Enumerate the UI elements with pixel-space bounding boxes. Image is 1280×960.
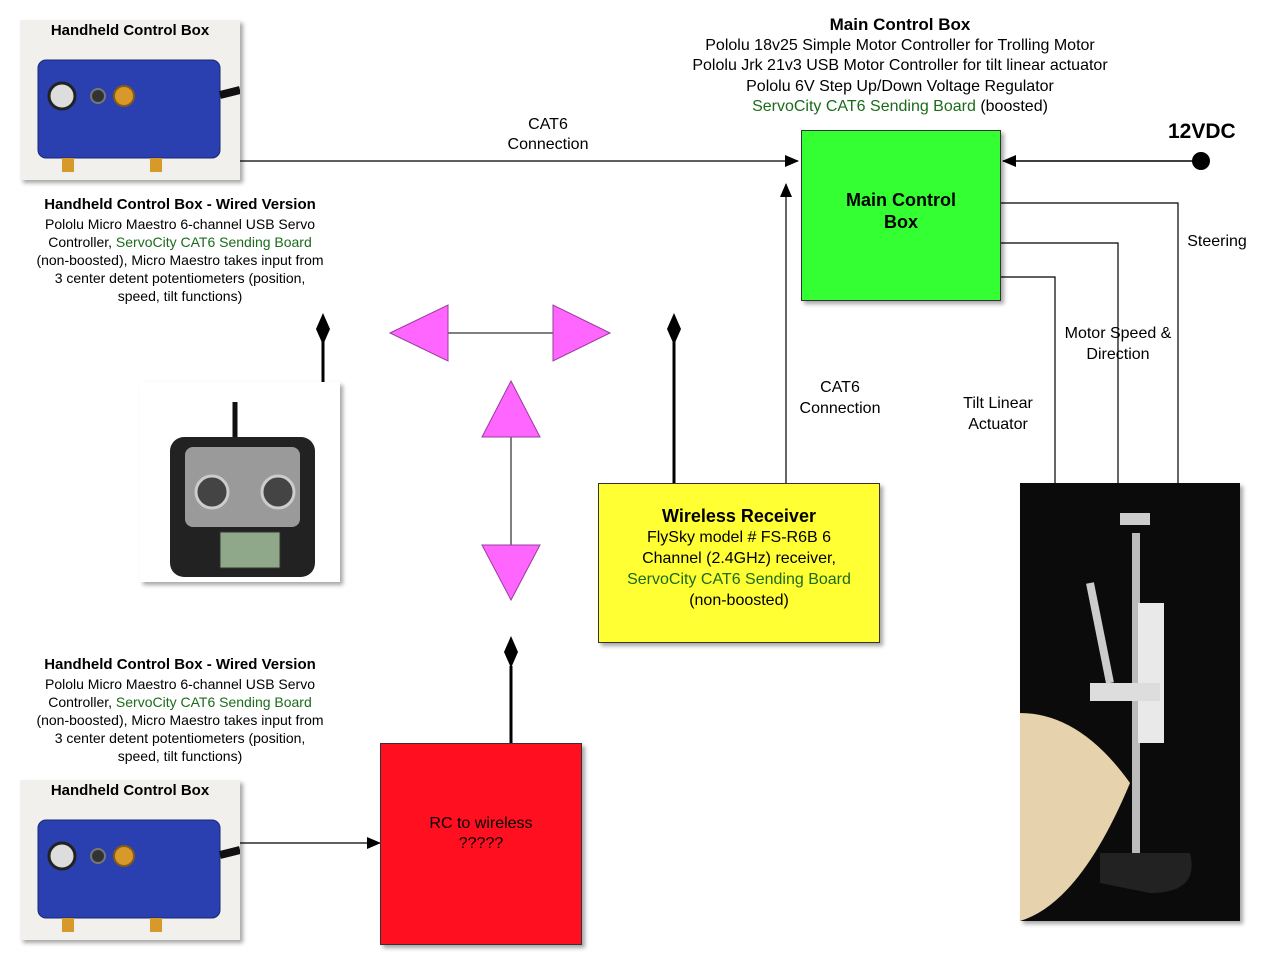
main-control-heading: Main Control Box [829, 15, 971, 34]
photo-title: Handheld Control Box [50, 782, 210, 799]
tilt-label-line: Actuator [968, 416, 1028, 433]
transmitter-image [170, 402, 315, 577]
antenna-tip-receiver [667, 313, 681, 345]
caption-line: (non-boosted), Micro Maestro takes input… [36, 712, 324, 728]
wireless-receiver-box[interactable]: Wireless Receiver FlySky model # FS-R6B … [598, 483, 880, 643]
caption-green-text: ServoCity CAT6 Sending Board [115, 694, 312, 710]
receiver-title: Wireless Receiver [662, 506, 816, 526]
rc-transmitter-photo [140, 382, 340, 582]
photo-title: Handheld Control Box [50, 22, 210, 39]
rc-to-wireless-box[interactable]: RC to wireless ????? [380, 743, 582, 945]
main-control-line: Pololu 18v25 Simple Motor Controller for… [705, 36, 1095, 54]
cat6-label-receiver: CAT6 Connection [780, 377, 900, 419]
signal-triangle-left [388, 304, 449, 362]
cat6-label-line: Connection [799, 400, 881, 417]
cat6-label-line: Connection [507, 136, 589, 153]
motor-wire [1000, 242, 1119, 483]
caption-line: Pololu Micro Maestro 6-channel USB Servo [44, 216, 315, 232]
handheld-bottom-caption-title: Handheld Control Box - Wired Version [44, 656, 316, 673]
main-control-description: Main Control Box Pololu 18v25 Simple Mot… [610, 15, 1190, 118]
signal-triangle-up [481, 379, 541, 438]
caption-line: (non-boosted), Micro Maestro takes input… [36, 252, 324, 268]
tilt-label-line: Tilt Linear [963, 395, 1033, 412]
caption-line: 3 center detent potentiometers (position… [54, 270, 306, 286]
main-control-box[interactable]: Main Control Box [801, 130, 1001, 301]
tilt-wire [1000, 276, 1056, 483]
steering-label: Steering [1187, 233, 1247, 250]
antenna-tip-rc [504, 636, 518, 668]
cat6-label-line: CAT6 [528, 116, 568, 133]
main-control-line: Pololu 6V Step Up/Down Voltage Regulator [746, 77, 1054, 95]
control-box-image [37, 59, 240, 172]
handheld-bottom-caption: Pololu Micro Maestro 6-channel USB Servo… [0, 675, 360, 765]
motor-image [1020, 513, 1192, 921]
caption-text: Controller, [48, 234, 116, 250]
main-box-label: Main Control [846, 190, 956, 210]
servo-board-green: ServoCity CAT6 Sending Board [752, 98, 976, 115]
caption-line: speed, tilt functions) [117, 288, 243, 304]
caption-line: 3 center detent potentiometers (position… [54, 730, 306, 746]
power-dot [1192, 152, 1210, 170]
signal-triangle-down [481, 544, 541, 602]
steering-wire [1000, 202, 1179, 483]
caption-line: Controller, ServoCity CAT6 Sending Board [0, 233, 360, 251]
signal-triangle-right [552, 304, 612, 362]
handheld-photo-bottom: Handheld Control Box [20, 780, 240, 940]
caption-line: speed, tilt functions) [117, 748, 243, 764]
caption-text: Controller, [48, 694, 116, 710]
rc-box-label: ????? [458, 835, 504, 852]
servo-board-suffix: (boosted) [975, 98, 1048, 115]
handheld-photo-top: Handheld Control Box [20, 20, 240, 180]
receiver-green-line: ServoCity CAT6 Sending Board [627, 571, 851, 588]
antenna-tip-transmitter [316, 313, 330, 345]
receiver-line: FlySky model # FS-R6B 6 [646, 529, 832, 546]
motor-label-line: Motor Speed & [1064, 325, 1172, 342]
main-control-line: ServoCity CAT6 Sending Board (boosted) [610, 97, 1190, 118]
caption-line: Controller, ServoCity CAT6 Sending Board [0, 693, 360, 711]
handheld-top-caption-title: Handheld Control Box - Wired Version [44, 196, 316, 213]
caption-green-text: ServoCity CAT6 Sending Board [115, 234, 312, 250]
control-box-image [37, 819, 240, 932]
cat6-label-top: CAT6 Connection [488, 115, 608, 155]
motor-label: Motor Speed & Direction [1050, 323, 1186, 365]
power-label: 12VDC [1168, 120, 1236, 143]
handheld-top-caption: Pololu Micro Maestro 6-channel USB Servo… [0, 215, 360, 305]
main-control-line: Pololu Jrk 21v3 USB Motor Controller for… [692, 57, 1108, 74]
caption-line: Pololu Micro Maestro 6-channel USB Servo [44, 676, 315, 692]
rc-box-label: RC to wireless [429, 815, 533, 832]
tilt-label: Tilt Linear Actuator [944, 393, 1052, 435]
motor-label-line: Direction [1086, 346, 1150, 363]
cat6-label-line: CAT6 [820, 379, 860, 396]
receiver-line: (non-boosted) [689, 592, 789, 609]
receiver-line: Channel (2.4GHz) receiver, [642, 550, 836, 567]
main-box-label: Box [883, 212, 918, 232]
trolling-motor-photo [1020, 483, 1240, 921]
